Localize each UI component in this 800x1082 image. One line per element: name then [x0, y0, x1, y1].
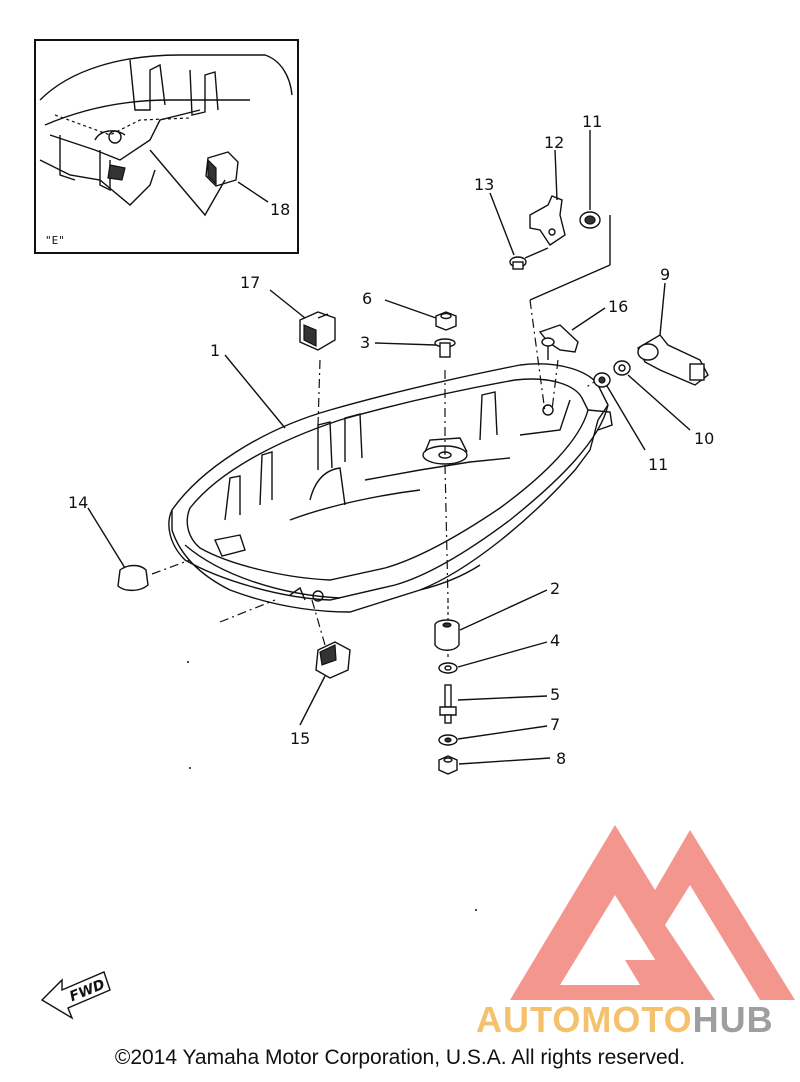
- callout-18: 18: [270, 200, 290, 219]
- callout-6: 6: [362, 289, 372, 308]
- fwd-arrow: FWD: [40, 971, 111, 1020]
- inset-label-e: "E": [45, 234, 65, 247]
- center-lines: [151, 215, 611, 660]
- part-1-bottom-cowling: [168, 363, 613, 613]
- part-9-handle: [637, 334, 709, 386]
- callout-14: 14: [68, 493, 88, 512]
- watermark-logo: [510, 825, 795, 1000]
- callout-3: 3: [360, 333, 370, 352]
- part-4-washer: [438, 662, 458, 674]
- callout-17: 17: [240, 273, 260, 292]
- inset-detail-e: 18 "E": [34, 39, 299, 254]
- callout-15: 15: [290, 729, 310, 748]
- callout-4: 4: [550, 631, 560, 650]
- callout-11-upper: 11: [582, 112, 602, 131]
- brand-part-automoto: AUTOMOTO: [476, 999, 693, 1040]
- part-13-screw: [509, 247, 549, 270]
- part-7-washer: [438, 734, 458, 746]
- callout-10: 10: [694, 429, 714, 448]
- callout-12: 12: [544, 133, 564, 152]
- watermark-brand: AUTOMOTOHUB: [476, 999, 774, 1040]
- callout-11-lower: 11: [648, 455, 668, 474]
- part-5-stud-bolt: [439, 684, 457, 724]
- part-11-upper-grommet: [579, 211, 601, 229]
- callout-7: 7: [550, 715, 560, 734]
- leader-lines: [87, 130, 691, 765]
- callout-2: 2: [550, 579, 560, 598]
- part-17-grommet: [299, 311, 336, 351]
- part-6-nut: [435, 311, 457, 331]
- part-16-lever: [538, 324, 579, 360]
- callout-16: 16: [608, 297, 628, 316]
- callout-numbers: 1 2 3 4 5 6 7 8 9 10 11 11 12 13 14 15 1…: [68, 112, 714, 768]
- callout-5: 5: [550, 685, 560, 704]
- part-15-cover: [315, 641, 351, 679]
- callout-1: 1: [210, 341, 220, 360]
- callout-8: 8: [556, 749, 566, 768]
- part-8-nut: [438, 755, 458, 775]
- callout-13: 13: [474, 175, 494, 194]
- brand-part-hub: HUB: [693, 999, 774, 1040]
- part-2-mount-rubber: [434, 619, 460, 651]
- part-10-nut: [613, 360, 631, 376]
- callout-9: 9: [660, 265, 670, 284]
- part-12-bracket: [529, 195, 566, 246]
- part-14-plug: [117, 564, 149, 592]
- copyright-notice: ©2014 Yamaha Motor Corporation, U.S.A. A…: [114, 1046, 686, 1069]
- part-18-cushion: [205, 151, 239, 187]
- part-11-lower-grommet: [593, 372, 611, 388]
- part-3-bolt: [434, 338, 456, 358]
